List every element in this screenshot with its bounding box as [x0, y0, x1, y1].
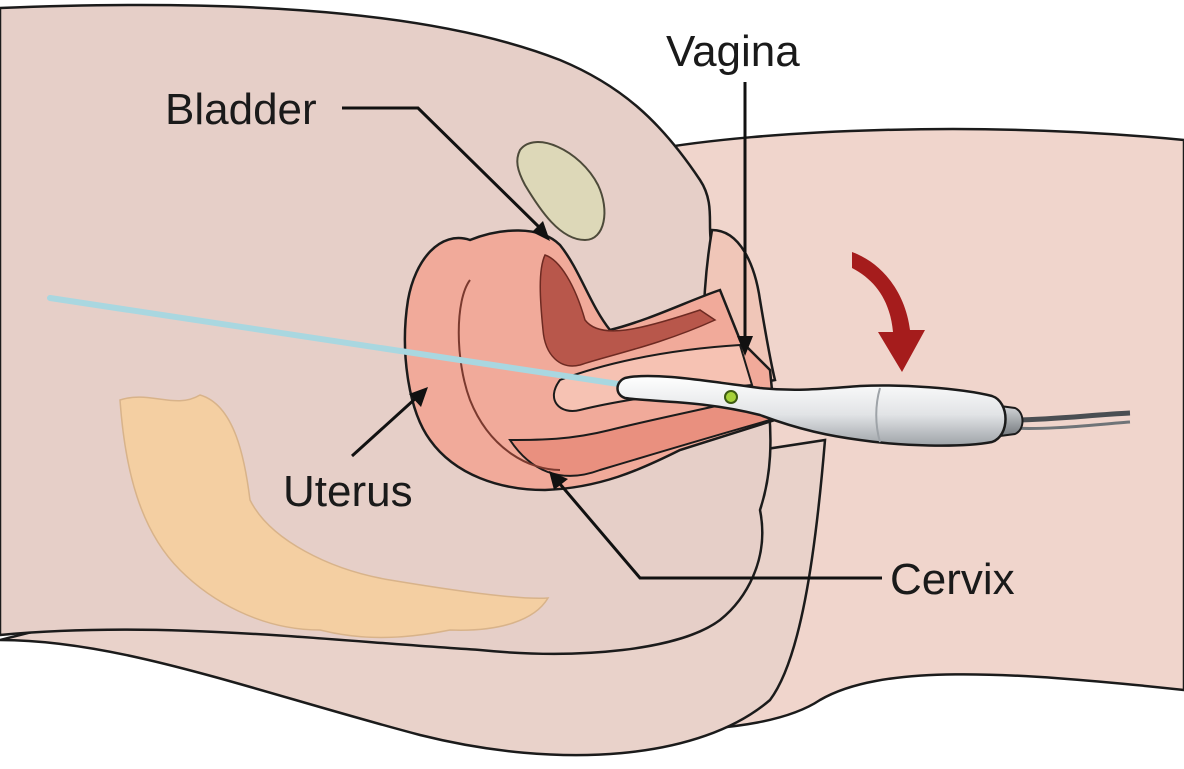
label-cervix: Cervix: [890, 555, 1015, 604]
label-uterus: Uterus: [283, 467, 413, 516]
probe-tip-dot: [725, 391, 737, 403]
label-vagina: Vagina: [666, 27, 800, 76]
label-bladder: Bladder: [165, 85, 317, 134]
